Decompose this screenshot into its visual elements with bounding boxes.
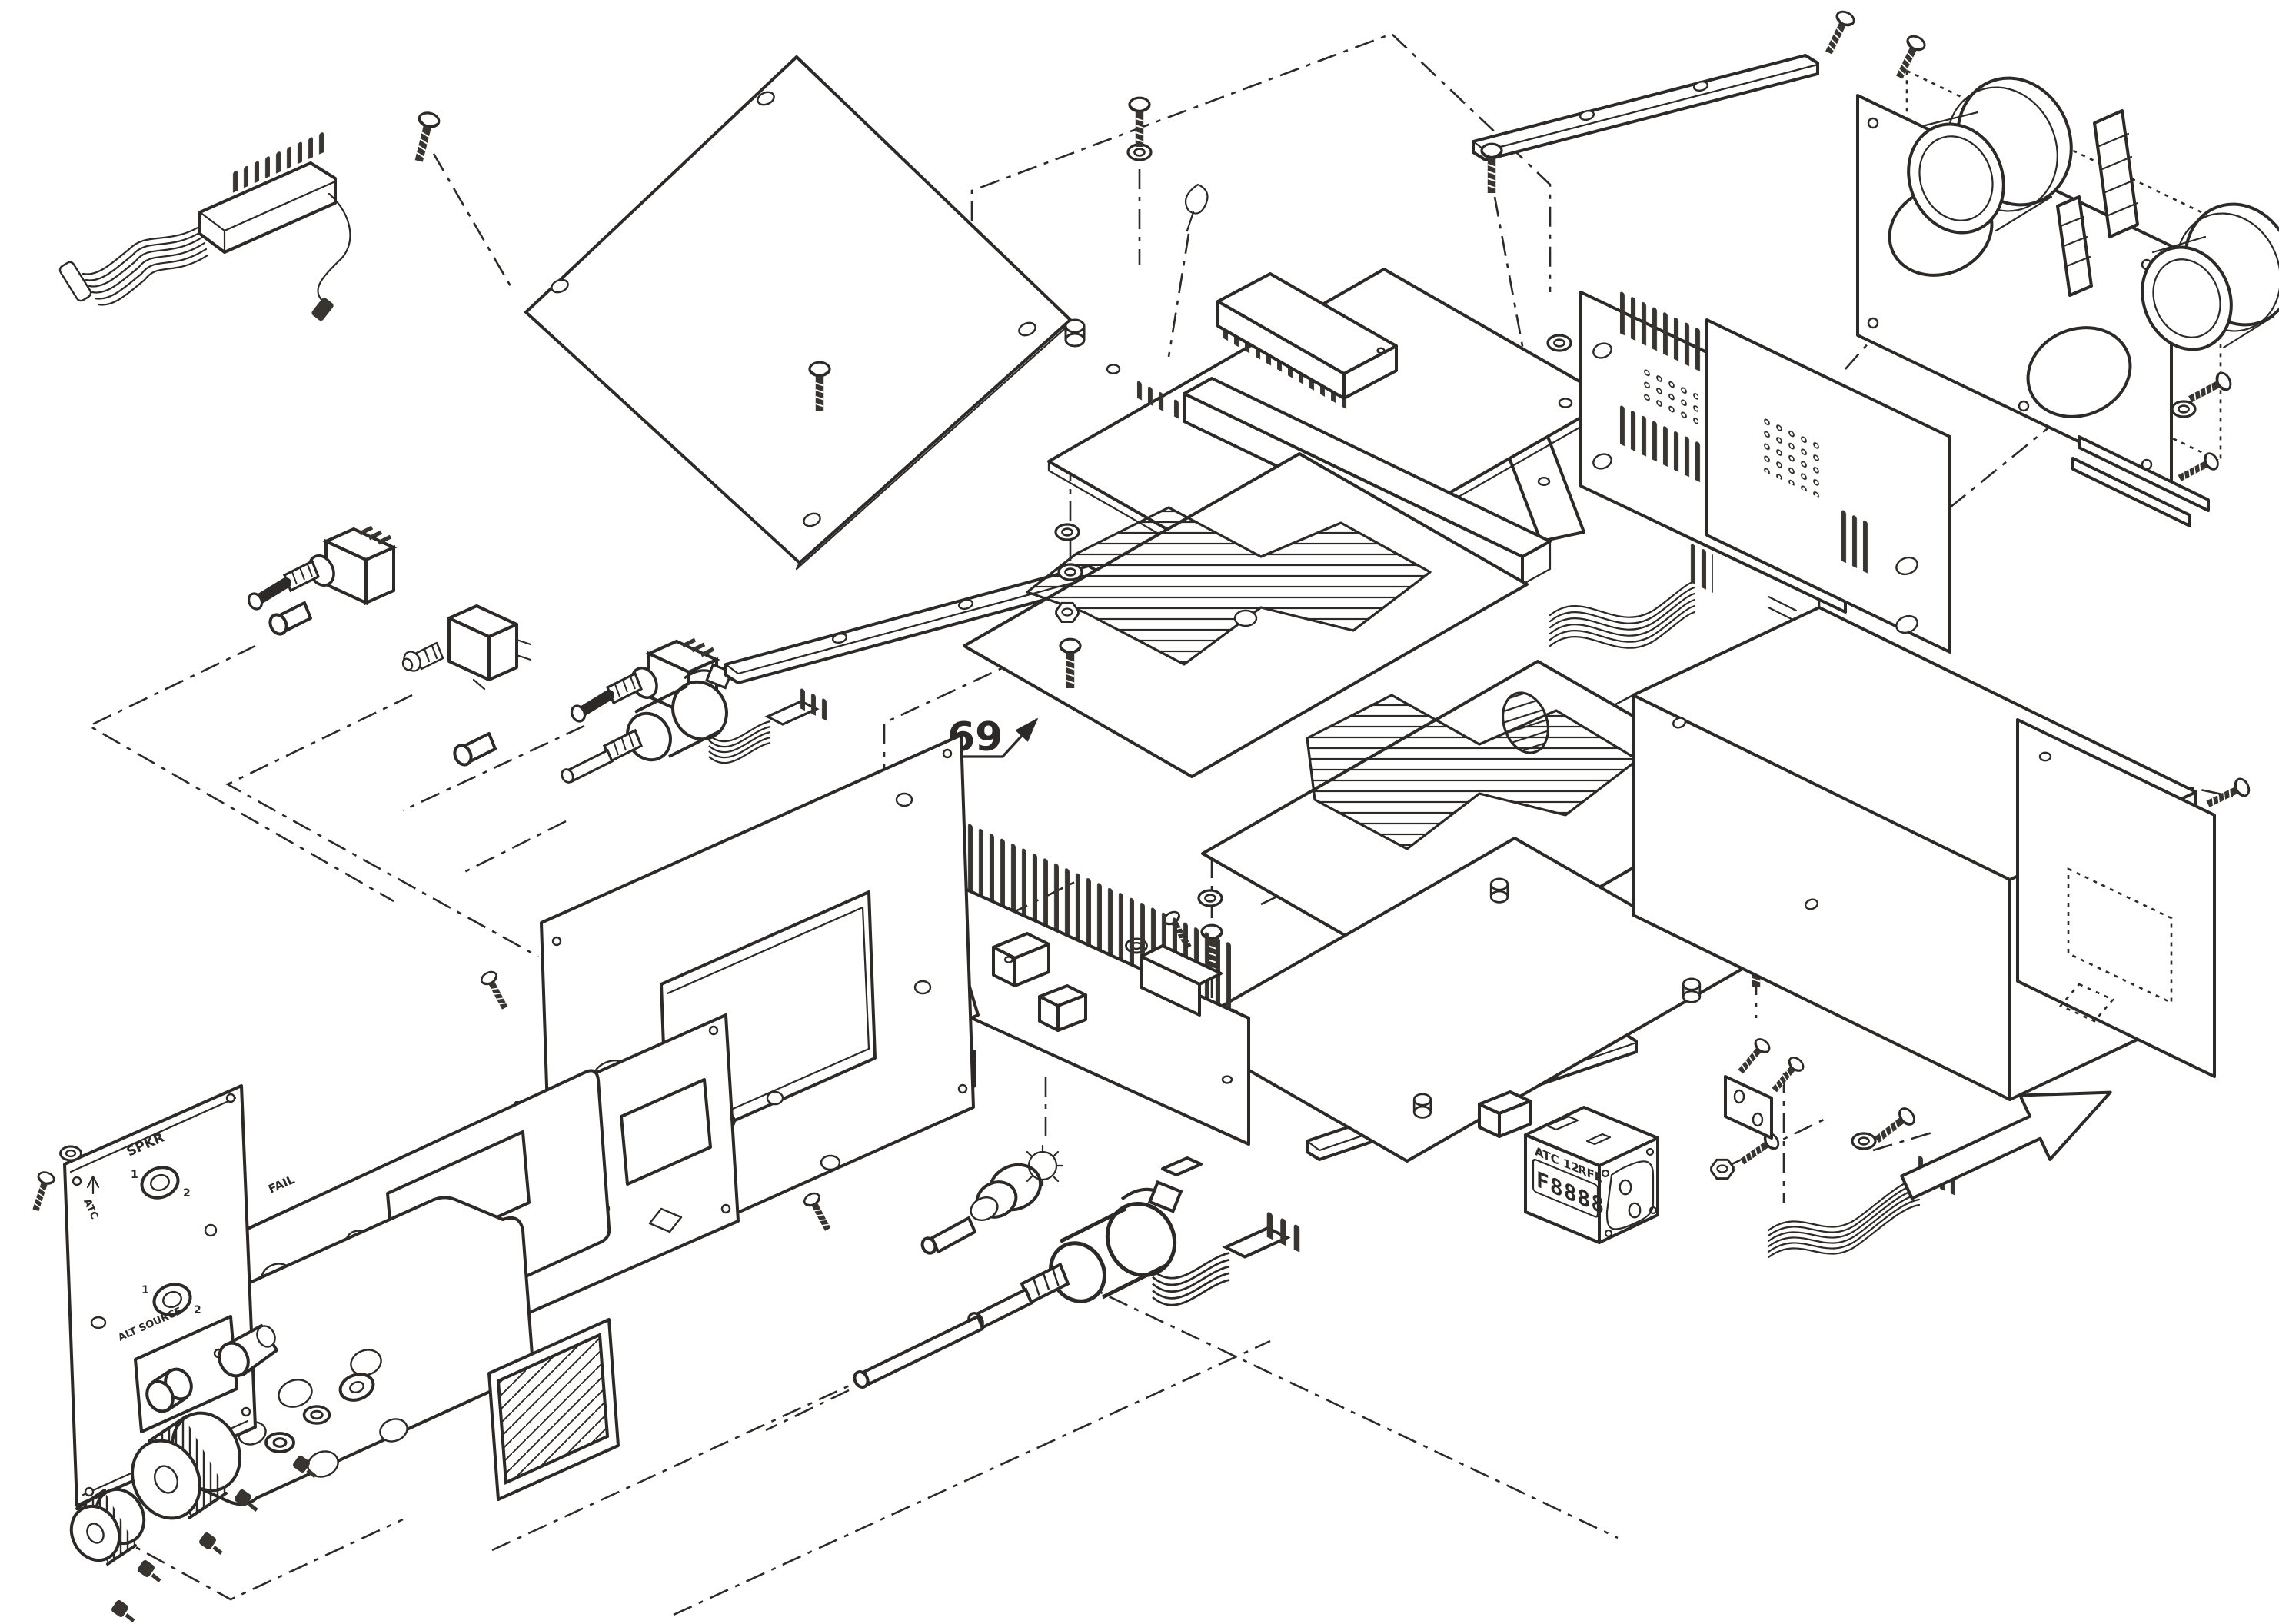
washer <box>1057 563 1083 581</box>
board-screw <box>1480 142 1503 195</box>
ribbon-cable <box>1549 541 1713 649</box>
spacer-block <box>1478 1090 1532 1138</box>
knob-spacer <box>145 1367 193 1413</box>
set-screw <box>110 1599 134 1621</box>
speaker-can <box>2141 202 2279 351</box>
direction-arrow <box>1900 1090 2112 1200</box>
fail-label: FAIL <box>266 1173 297 1196</box>
hex-nut <box>1710 1158 1735 1180</box>
rotary-encoder-shafted <box>853 1156 1306 1389</box>
washer <box>1197 889 1223 907</box>
display-bracket <box>1724 1075 1773 1140</box>
shield-pcb-upper <box>963 452 1529 778</box>
cable-tie <box>1184 183 1209 232</box>
panel-screw <box>2174 450 2222 488</box>
standoff <box>1064 318 1086 348</box>
washer <box>1546 334 1572 352</box>
hex-nut <box>1055 601 1080 624</box>
spkr-pos1: 1 <box>131 1169 138 1181</box>
toggle-switch <box>246 527 394 611</box>
display-module: ATC 12 RFL F8888 <box>1524 1106 1659 1244</box>
washer <box>2171 400 2197 418</box>
flat-washer <box>338 1373 375 1402</box>
dip-ic <box>1216 272 1398 410</box>
set-screw <box>198 1531 221 1553</box>
washer <box>59 1145 82 1162</box>
connector-block <box>992 932 1050 987</box>
washer <box>1054 523 1080 541</box>
card-guide <box>2056 195 2093 297</box>
screw <box>1870 1104 1918 1149</box>
trim-strip <box>2071 435 2210 527</box>
panel-screw <box>478 968 514 1013</box>
rail-screw <box>1890 32 1928 83</box>
board-screw <box>1128 96 1151 148</box>
set-screw <box>136 1559 160 1581</box>
spkr-pos2: 2 <box>183 1187 191 1200</box>
knob-small <box>69 1487 146 1566</box>
capacitor-top <box>1502 691 1549 754</box>
shaft-sleeve <box>453 732 497 767</box>
panel-screw <box>27 1169 57 1214</box>
pushbutton-switch <box>401 604 532 691</box>
washer <box>302 1405 331 1425</box>
alt-pos1: 1 <box>141 1284 149 1296</box>
washer <box>1851 1132 1877 1150</box>
washer <box>264 1432 295 1453</box>
chassis-screw <box>1736 1130 1782 1170</box>
rotary-encoder <box>557 663 833 786</box>
bracket-screw <box>1733 1035 1773 1078</box>
cone-sleeve <box>218 1324 278 1378</box>
wire-harness-connector <box>58 129 351 321</box>
top-cover-plate <box>524 55 1072 571</box>
chassis-side-cover <box>2016 718 2216 1078</box>
speaker-can <box>1907 76 2073 235</box>
shaft-sleeve <box>268 601 312 636</box>
knob-large <box>131 1411 241 1520</box>
panel-screw <box>801 1190 837 1235</box>
rear-connector-pcb <box>1705 318 1951 654</box>
card-guide <box>2093 109 2139 238</box>
bracket-screw <box>1767 1053 1807 1097</box>
rotary-switch <box>920 1144 1064 1255</box>
mounting-rail <box>1472 54 1819 161</box>
display-window-filter <box>487 1318 620 1501</box>
alt-pos2: 2 <box>194 1304 201 1316</box>
panel-screw <box>2184 369 2234 409</box>
rail-screw <box>1819 8 1858 58</box>
connector-block <box>1038 984 1087 1032</box>
cover-screw <box>2202 775 2253 814</box>
